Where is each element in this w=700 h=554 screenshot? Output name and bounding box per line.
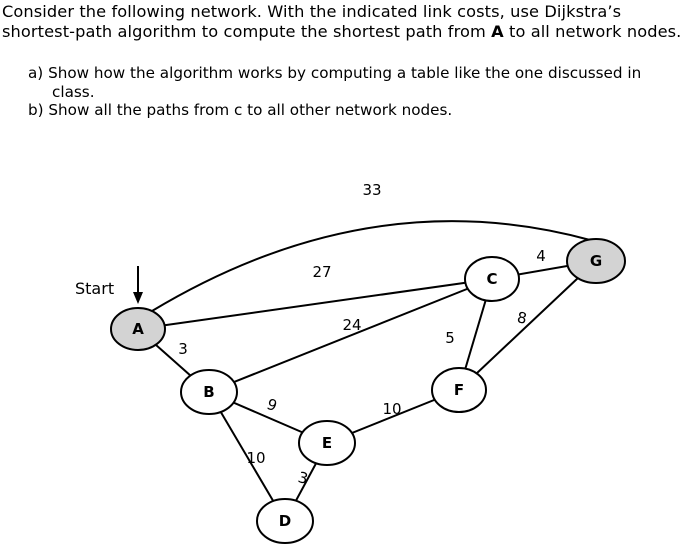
edge-b-c bbox=[208, 278, 493, 393]
node-c-label: C bbox=[486, 270, 497, 288]
edge-cost-b-d: 10 bbox=[246, 449, 265, 467]
start-arrow-head bbox=[133, 292, 143, 304]
node-d-circle bbox=[256, 498, 314, 544]
node-c: C bbox=[464, 256, 520, 302]
edge-cost-b-e: 9 bbox=[264, 395, 279, 415]
node-g: G bbox=[566, 238, 626, 284]
node-g-label: G bbox=[590, 252, 602, 270]
question-text: Consider the following network. With the… bbox=[2, 2, 696, 42]
node-f-label: F bbox=[454, 381, 464, 399]
edge-labels: 33 27 3 24 9 10 3 10 5 8 4 bbox=[178, 181, 546, 488]
edge-cost-a-c: 27 bbox=[312, 263, 331, 281]
start-marker: Start bbox=[75, 266, 143, 304]
item-a-marker: a) bbox=[28, 64, 44, 82]
question-intro: Consider the following network. With the… bbox=[2, 2, 696, 42]
intro-source-node: A bbox=[491, 22, 504, 41]
node-e: E bbox=[298, 420, 356, 466]
node-b-label: B bbox=[203, 383, 214, 401]
node-e-label: E bbox=[322, 434, 332, 452]
question-item-b: b) Show all the paths from c to all othe… bbox=[28, 101, 696, 120]
item-b-marker: b) bbox=[28, 101, 44, 119]
edge-a-c bbox=[137, 278, 493, 330]
node-b: B bbox=[180, 369, 238, 415]
start-label: Start bbox=[75, 279, 114, 298]
edge-cost-f-g: 8 bbox=[516, 308, 529, 327]
node-a-circle bbox=[110, 307, 166, 351]
node-a-label: A bbox=[132, 320, 144, 338]
item-b-text: Show all the paths from c to all other n… bbox=[48, 101, 453, 119]
node-g-circle bbox=[566, 238, 626, 284]
edge-a-g bbox=[151, 220, 591, 312]
edge-cost-a-g: 33 bbox=[362, 181, 381, 199]
node-f-circle bbox=[431, 367, 487, 413]
question-item-a: a) Show how the algorithm works by compu… bbox=[28, 64, 696, 102]
node-f: F bbox=[431, 367, 487, 413]
edge-cost-d-e: 3 bbox=[296, 468, 310, 488]
node-a: A bbox=[110, 307, 166, 351]
node-b-circle bbox=[180, 369, 238, 415]
item-a-line2: class. bbox=[52, 83, 95, 101]
edge-cost-c-g: 4 bbox=[536, 247, 546, 265]
intro-part2: to all network nodes. bbox=[503, 22, 682, 41]
node-c-circle bbox=[464, 256, 520, 302]
node-d-label: D bbox=[279, 512, 291, 530]
edge-cost-e-f: 10 bbox=[382, 400, 401, 418]
nodes: A B C D E F G bbox=[110, 238, 626, 544]
edge-cost-f-c: 5 bbox=[445, 329, 455, 347]
edge-b-d bbox=[208, 391, 286, 522]
edge-f-g bbox=[458, 260, 597, 391]
node-d: D bbox=[256, 498, 314, 544]
edge-cost-a-b: 3 bbox=[178, 340, 188, 358]
edge-cost-b-c: 24 bbox=[342, 316, 361, 334]
intro-part1: Consider the following network. With the… bbox=[2, 2, 622, 41]
item-a-line1: Show how the algorithm works by computin… bbox=[48, 64, 642, 82]
node-e-circle bbox=[298, 420, 356, 466]
